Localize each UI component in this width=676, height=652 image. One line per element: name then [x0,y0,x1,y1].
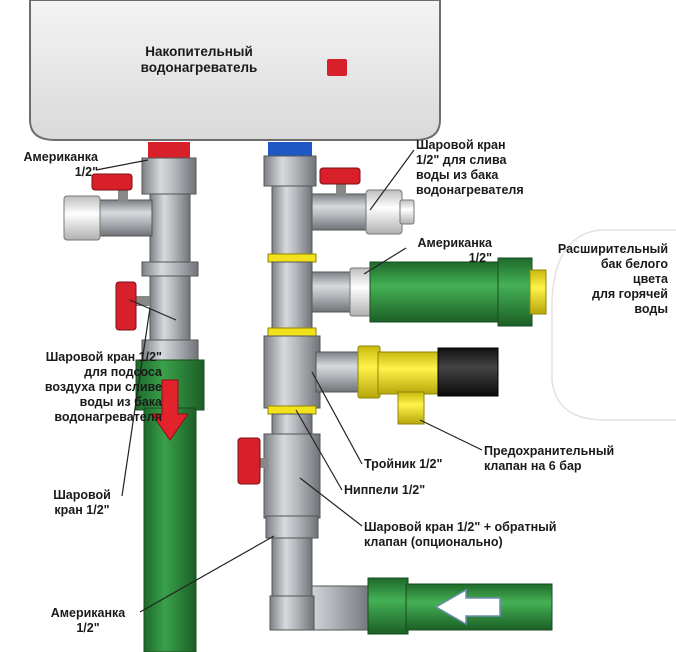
hot-coupling [141,261,199,277]
air-valve-branch [95,199,153,237]
expansion-tank-outline [551,229,676,421]
label-americanka-mid: Американка 1/2" [388,236,492,266]
label-line: Американка [417,236,492,250]
cold-flow-arrow-icon [434,588,501,626]
label-ball-valve-drain: Шаровой кран 1/2" для слива воды из бака… [416,138,556,198]
drain-valve-branch [311,193,371,231]
safety-valve-nut [357,345,381,399]
safety-valve-outlet [397,391,425,425]
label-line: Шаровой кран [416,138,506,152]
label-line: бак белого [600,257,668,271]
label-line: кран 1/2" [54,503,110,517]
left-ball-valve-stem [134,296,150,306]
left-ball-valve-handle [115,281,137,331]
heater-title-line1: Накопительный [145,44,253,59]
drain-valve-stem [336,182,346,196]
label-nipples: Ниппели 1/2" [344,483,474,498]
label-line: Американка [50,606,126,620]
label-line: воды [634,302,668,316]
leader-lines [95,149,483,613]
label-line: Шаровой кран 1/2" + обратный [364,520,557,534]
heater-title-line2: водонагреватель [140,60,258,75]
safety-valve-cap [437,347,499,397]
label-line: клапан (опционально) [364,535,503,549]
label-tee: Тройник 1/2" [364,457,484,472]
cold-nipple-yellow-1 [267,253,317,263]
heater-title: Накопительный водонагреватель [128,44,270,76]
check-valve-handle [237,437,261,485]
cold-americanka-nut [263,155,317,187]
label-line: воздуха при сливе [44,380,162,394]
label-americanka-bottom: Американка 1/2" [36,606,140,636]
label-line: Тройник 1/2" [364,457,443,471]
air-valve-stem [118,186,128,202]
label-ball-valve-left: Шаровой кран 1/2" [34,488,130,518]
label-line: Расширительный [557,242,668,256]
label-line: 1/2" для слива [416,153,507,167]
cold-outlet-marker [268,142,312,156]
cold-coupling [265,515,319,539]
label-line: для горячей [592,287,668,301]
label-line: Ниппели 1/2" [344,483,426,497]
hot-pipe-lower [149,275,191,342]
water-heater-body [29,0,441,141]
label-line: водонагревателя [54,410,162,424]
label-ball-valve-air: Шаровой кран 1/2" для подсоса воздуха пр… [2,350,162,425]
cold-pipe-1 [271,185,313,257]
safety-branch-pipe [315,351,363,393]
label-americanka-top: Американка 1/2" [4,150,98,180]
hot-outlet-marker [148,142,190,158]
cold-inlet-collar [367,577,409,635]
tank-green-collar [497,257,533,327]
label-line: 1/2" [76,621,100,635]
cold-pipe-4 [271,537,313,599]
tank-americanka [349,267,373,317]
heater-indicator-icon [327,59,347,76]
air-valve-cap [63,195,101,241]
drain-valve-cap-end [399,199,415,225]
tank-green-pipe [369,261,501,323]
hot-flow-arrow-icon [151,379,189,441]
label-ball-valve-check: Шаровой кран 1/2" + обратный клапан (опц… [364,520,604,550]
label-line: Шаровой [53,488,111,502]
label-line: цвета [632,272,668,286]
drain-valve-handle [319,167,361,185]
label-line: Американка [23,150,98,164]
label-safety-valve: Предохранительный клапан на 6 бар [484,444,644,474]
cold-nipple-yellow-3 [267,405,317,415]
tank-yellow-end [529,269,547,315]
label-expansion-tank: Расширительный бак белого цвета для горя… [540,242,668,317]
cold-nipple-yellow-2 [267,327,317,337]
hot-pipe [149,193,191,265]
check-valve-stem [258,458,268,468]
label-line: воды из бака [79,395,162,409]
label-line: 1/2" [74,165,98,179]
label-line: для подсоса [84,365,162,379]
label-line: водонагревателя [416,183,524,197]
americanka-top-nut [141,157,197,195]
cold-check-valve-body [263,433,321,519]
cold-pipe-2 [271,261,313,329]
cold-tee-body [263,335,321,409]
cold-americanka-bottom [269,595,315,631]
label-line: воды из бака [416,168,499,182]
air-valve-handle [91,173,133,191]
label-line: Шаровой кран 1/2" [45,350,162,364]
label-line: клапан на 6 бар [484,459,582,473]
drain-valve-cap [365,189,403,235]
label-line: Предохранительный [484,444,615,458]
green-hot-pipe [143,407,197,652]
label-line: 1/2" [468,251,492,265]
safety-valve-body [377,351,441,395]
cold-pipe-3 [271,413,313,437]
